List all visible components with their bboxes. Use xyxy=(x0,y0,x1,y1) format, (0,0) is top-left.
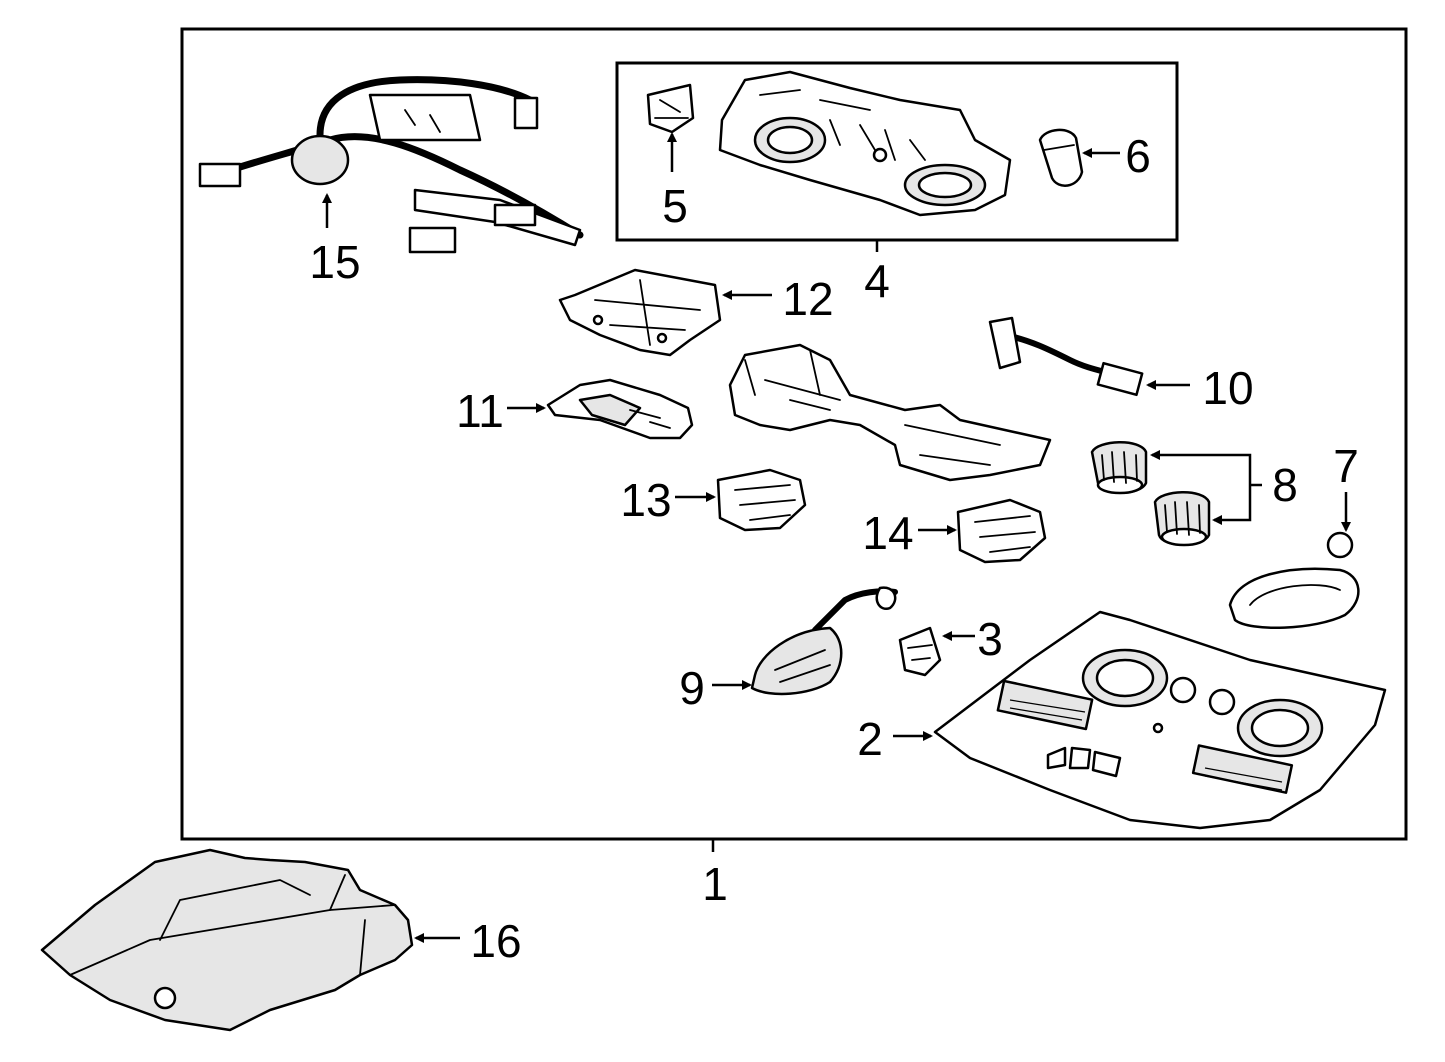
headliner-cover-part xyxy=(40,848,414,1032)
knob-part-8b xyxy=(1153,491,1211,547)
subassembly-frame xyxy=(615,61,1179,242)
leader-8 xyxy=(1150,450,1252,470)
knob-part-8a xyxy=(1090,441,1148,495)
switch-panel-part xyxy=(546,378,694,440)
switch-part-13 xyxy=(716,468,807,532)
microphone-part xyxy=(750,586,898,696)
console-bezel-part xyxy=(933,610,1387,830)
bulb-part xyxy=(1038,128,1084,187)
clip-part-5 xyxy=(646,83,695,134)
center-bracket-part xyxy=(728,343,1052,482)
callout-15: 15 xyxy=(309,236,360,288)
lens-part xyxy=(1228,531,1360,630)
console-housing-part xyxy=(718,70,1012,217)
callout-1: 1 xyxy=(702,858,728,910)
callout-14: 14 xyxy=(862,507,913,559)
leader-8b xyxy=(1212,470,1252,525)
wiring-harness-part xyxy=(198,76,584,254)
callout-3: 3 xyxy=(977,613,1003,665)
callout-13: 13 xyxy=(620,474,671,526)
clip-part-3 xyxy=(898,626,942,677)
callout-11: 11 xyxy=(456,385,504,437)
callout-12: 12 xyxy=(782,273,833,325)
callout-16: 16 xyxy=(470,915,521,967)
bracket-part-12 xyxy=(558,268,722,357)
callout-4: 4 xyxy=(864,255,890,307)
lamp-cable-part xyxy=(988,316,1144,397)
callout-10: 10 xyxy=(1202,362,1253,414)
assembly-frame xyxy=(180,27,1408,841)
callout-2: 2 xyxy=(857,713,883,765)
callout-6: 6 xyxy=(1125,130,1151,182)
callout-8: 8 xyxy=(1272,459,1298,511)
callout-5: 5 xyxy=(662,180,688,232)
switch-part-14 xyxy=(956,498,1047,564)
callout-9: 9 xyxy=(679,662,705,714)
callout-7: 7 xyxy=(1333,440,1359,492)
